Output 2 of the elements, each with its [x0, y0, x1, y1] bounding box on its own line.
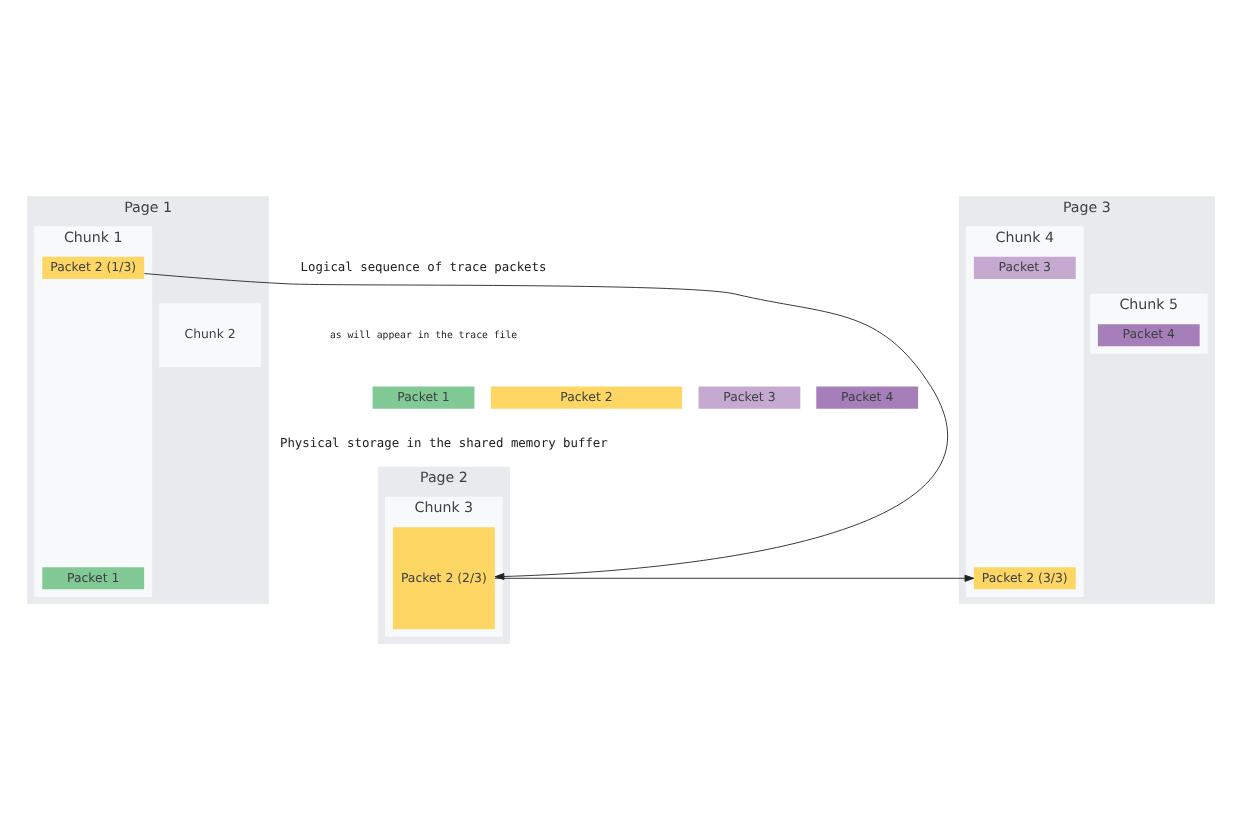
- arrow: [144, 273, 947, 581]
- arrow: [494, 574, 975, 582]
